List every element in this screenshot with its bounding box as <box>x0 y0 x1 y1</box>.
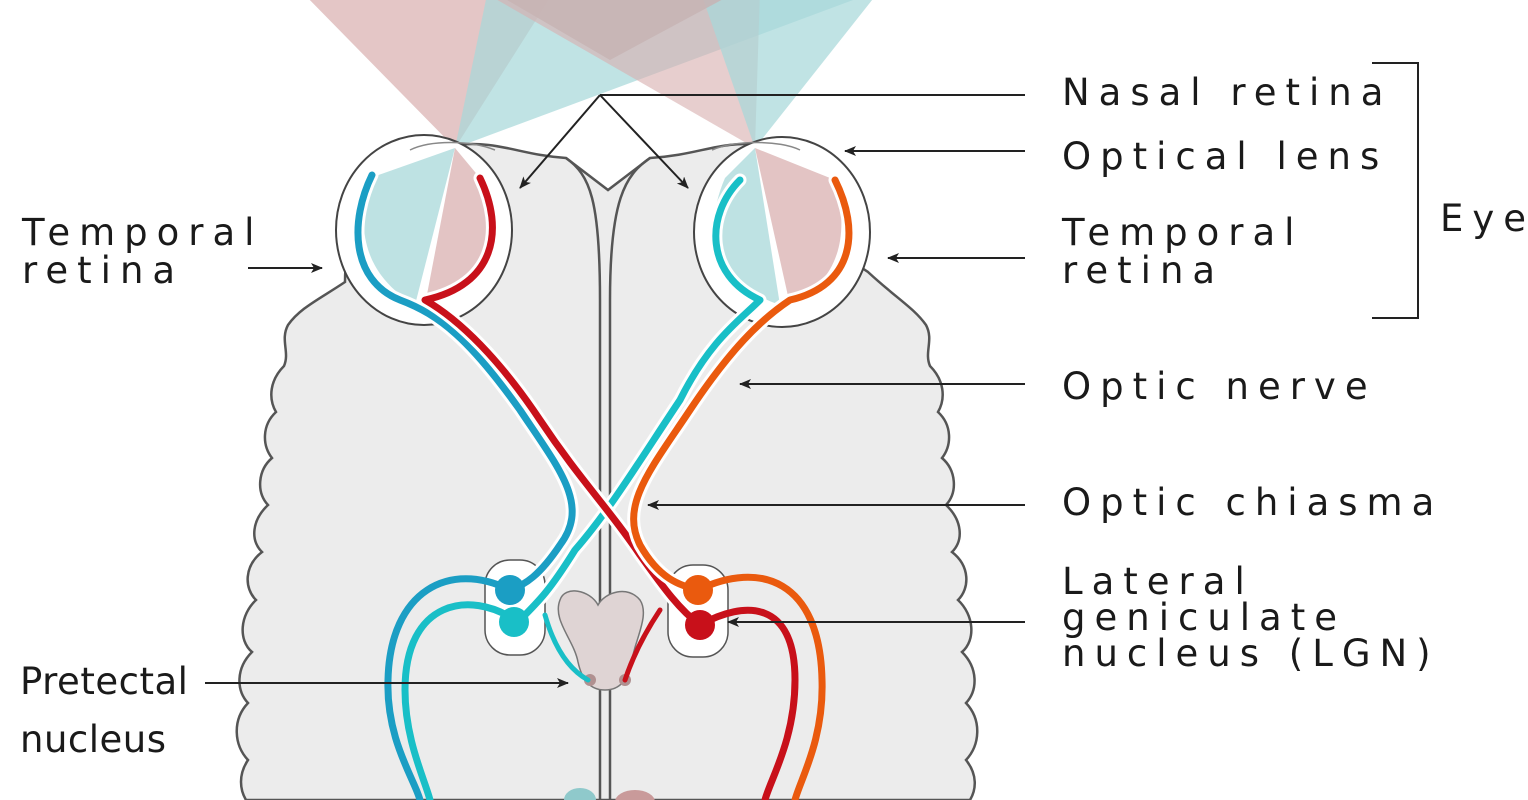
pathway-right-temporal-radiation <box>694 573 826 800</box>
pathway-right-nasal-radiation <box>401 601 519 800</box>
lgn-dot-left-teal <box>499 607 529 637</box>
pathway-left-temporal-radiation <box>384 575 514 800</box>
midline-fissure-right <box>608 156 651 800</box>
field-cone-teal-right <box>703 0 873 148</box>
label-pretectal-nucleus-line1: Pretectal <box>20 660 189 703</box>
leaders <box>205 62 1419 688</box>
lgn-dot-left-blue <box>495 575 525 605</box>
right-eye-red-field <box>755 148 842 305</box>
label-temporal-retina-right-line2: retina <box>1062 249 1225 292</box>
field-overlap <box>507 0 722 60</box>
visual-field <box>309 0 873 148</box>
label-temporal-retina-right: Temporal retina <box>1062 206 1303 298</box>
label-lgn-line3: nucleus (LGN) <box>1062 632 1440 675</box>
pathway-left-temporal-line <box>354 171 576 594</box>
label-lgn-line1: Lateral <box>1062 560 1254 603</box>
label-lgn: Lateral geniculate nucleus (LGN) <box>1062 555 1440 681</box>
field-cone-red-right <box>497 0 760 148</box>
label-temporal-retina-left: Temporal retina <box>22 206 263 298</box>
left-eye-lens <box>409 141 496 151</box>
right-eye-lens <box>711 141 801 151</box>
pathway-right-nasal-line <box>516 176 764 624</box>
cortex-blob-teal <box>564 788 596 800</box>
left-eye-teal-field <box>363 148 455 305</box>
eye-bracket <box>1372 62 1419 319</box>
cortex-blob-red <box>615 790 655 800</box>
pathway-left-nasal-radiation <box>696 606 799 800</box>
label-eye: Eye <box>1440 197 1528 240</box>
leader-nasal-retina-left <box>519 94 601 189</box>
label-pretectal-nucleus-line2: nucleus <box>20 718 167 761</box>
midline-fissure <box>565 156 602 800</box>
lgn-dot-right-orange <box>683 575 713 605</box>
label-optic-chiasma: Optic chiasma <box>1062 481 1444 524</box>
label-pretectal-nucleus: Pretectal nucleus <box>20 654 188 768</box>
pathway-teal-to-pretectal <box>542 612 591 683</box>
pathways <box>351 168 856 800</box>
label-optic-nerve: Optic nerve <box>1062 365 1377 408</box>
label-optical-lens: Optical lens <box>1062 135 1389 178</box>
label-temporal-retina-right-line1: Temporal <box>1062 211 1304 254</box>
leader-nasal-retina-right <box>599 94 689 189</box>
label-nasal-retina: Nasal retina <box>1062 71 1393 114</box>
pathway-red-to-pretectal <box>622 607 663 683</box>
lgn-dot-right-red <box>685 610 715 640</box>
pathway-right-temporal-line <box>630 176 853 594</box>
label-lgn-line2: geniculate <box>1062 596 1346 639</box>
label-temporal-retina-left-line2: retina <box>22 249 185 292</box>
label-temporal-retina-left-line1: Temporal <box>22 211 264 254</box>
